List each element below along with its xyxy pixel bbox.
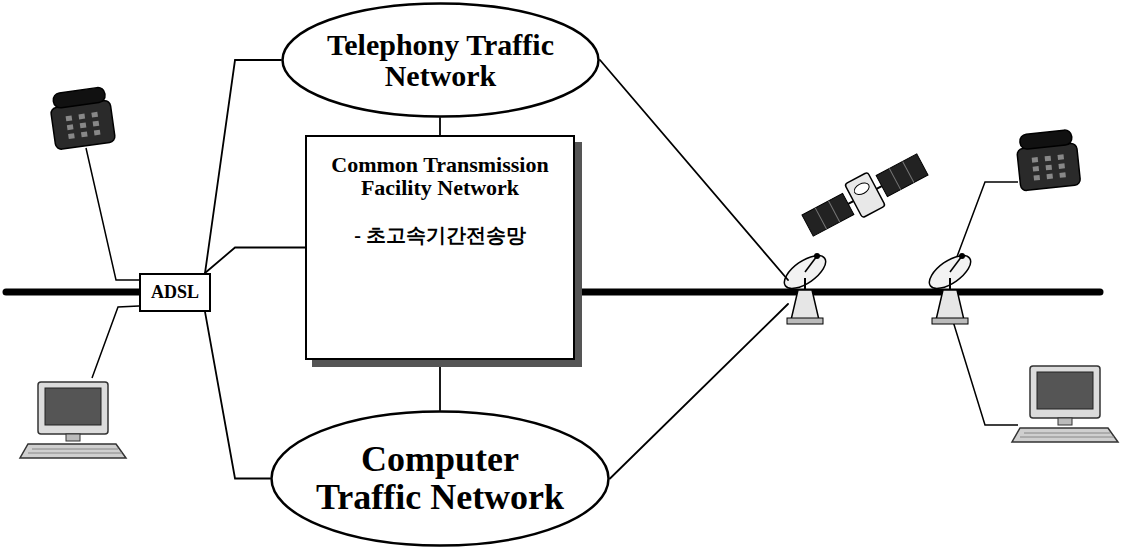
text-wrap: Telephony Traffic Network (318, 29, 563, 92)
node-label: Telephony Traffic Network (318, 29, 563, 92)
computer-wire (92, 305, 160, 378)
node-sublabel: - 초고속기간전송망 (315, 225, 565, 246)
telephone-icon (1015, 129, 1081, 191)
satellite-link (600, 60, 788, 280)
connector (439, 118, 441, 135)
satellite-link (610, 304, 788, 479)
satellite-dish (924, 249, 976, 324)
node-label: Common Transmission Facility Network (315, 153, 565, 199)
adsl-box: ADSL (139, 273, 211, 312)
telephone-icon (48, 86, 115, 150)
connector (205, 312, 270, 479)
network-ellipse: Computer Traffic Network (270, 410, 610, 547)
computer-icon (20, 382, 126, 458)
computer-wire (952, 318, 1018, 425)
transmission-box: Common Transmission Facility Network - 초고… (305, 135, 575, 360)
text-wrap: Computer Traffic Network (309, 441, 571, 517)
network-ellipse: Telephony Traffic Network (281, 2, 600, 118)
node-label: Computer Traffic Network (309, 441, 571, 517)
connector (439, 360, 441, 410)
connector (205, 248, 305, 274)
satellite-dish (779, 249, 831, 324)
connector (205, 60, 281, 273)
satellite-icon (799, 148, 932, 243)
node-label: ADSL (151, 283, 199, 302)
phone-wire (86, 148, 160, 280)
computer-icon (1012, 366, 1118, 442)
